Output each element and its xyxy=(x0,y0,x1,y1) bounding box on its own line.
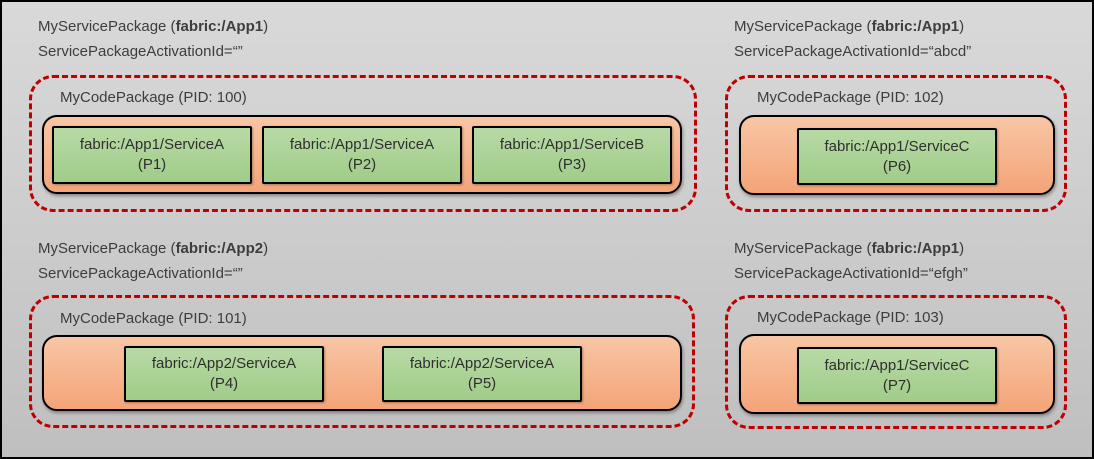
service-instance-id: (P7) xyxy=(882,376,912,394)
title-app-name: fabric:/App1 xyxy=(871,18,960,35)
service-package-boundary: MyCodePackage (PID: 103) fabric:/App1/Se… xyxy=(725,295,1067,429)
service-package-boundary: MyCodePackage (PID: 101) fabric:/App2/Se… xyxy=(29,295,695,428)
code-package-host: fabric:/App1/ServiceC (P7) xyxy=(739,334,1055,414)
service-name: fabric:/App1/ServiceB xyxy=(499,136,645,153)
title-suffix: ) xyxy=(959,18,965,35)
service-name: fabric:/App1/ServiceA xyxy=(289,136,435,153)
title-prefix: MyServicePackage ( xyxy=(734,240,872,257)
code-package-host: fabric:/App1/ServiceC (P6) xyxy=(739,115,1055,195)
service-instance-id: (P5) xyxy=(467,375,497,392)
service-instance-box: fabric:/App1/ServiceA (P2) xyxy=(262,126,462,184)
title-app-name: fabric:/App1 xyxy=(871,240,960,257)
title-app-name: fabric:/App2 xyxy=(175,240,264,257)
service-name: fabric:/App2/ServiceA xyxy=(409,355,555,372)
service-instance-box: fabric:/App2/ServiceA (P4) xyxy=(124,346,324,402)
service-package-boundary: MyCodePackage (PID: 102) fabric:/App1/Se… xyxy=(725,75,1067,212)
activation-id-label: ServicePackageActivationId=“” xyxy=(38,265,243,282)
service-instance-box: fabric:/App1/ServiceA (P1) xyxy=(52,126,252,184)
code-package-host: fabric:/App1/ServiceA (P1) fabric:/App1/… xyxy=(42,115,682,194)
service-instance-id: (P6) xyxy=(882,157,912,175)
service-package-boundary: MyCodePackage (PID: 100) fabric:/App1/Se… xyxy=(29,75,697,212)
service-name: fabric:/App1/ServiceC xyxy=(824,137,970,155)
code-package-label: MyCodePackage (PID: 102) xyxy=(757,89,944,106)
title-suffix: ) xyxy=(959,240,965,257)
title-suffix: ) xyxy=(263,240,269,257)
activation-id-label: ServicePackageActivationId=“abcd” xyxy=(734,43,972,60)
service-instance-id: (P4) xyxy=(209,375,239,392)
service-package-title: MyServicePackage (fabric:/App2) xyxy=(38,239,268,258)
service-instance-id: (P1) xyxy=(137,156,167,173)
service-instance-box: fabric:/App1/ServiceC (P7) xyxy=(797,347,997,404)
service-package-title: MyServicePackage (fabric:/App1) xyxy=(734,17,964,36)
code-package-label: MyCodePackage (PID: 103) xyxy=(757,309,944,326)
service-instance-box: fabric:/App1/ServiceC (P6) xyxy=(797,128,997,185)
service-instance-box: fabric:/App2/ServiceA (P5) xyxy=(382,346,582,402)
title-app-name: fabric:/App1 xyxy=(175,18,264,35)
title-suffix: ) xyxy=(263,18,269,35)
title-prefix: MyServicePackage ( xyxy=(734,18,872,35)
code-package-host: fabric:/App2/ServiceA (P4) fabric:/App2/… xyxy=(42,335,682,411)
activation-id-label: ServicePackageActivationId=“” xyxy=(38,43,243,60)
service-name: fabric:/App1/ServiceC xyxy=(824,356,970,374)
title-prefix: MyServicePackage ( xyxy=(38,18,176,35)
service-name: fabric:/App1/ServiceA xyxy=(79,136,225,153)
service-name: fabric:/App2/ServiceA xyxy=(151,355,297,372)
service-instance-id: (P3) xyxy=(557,156,587,173)
service-instance-id: (P2) xyxy=(347,156,377,173)
service-instance-box: fabric:/App1/ServiceB (P3) xyxy=(472,126,672,184)
title-prefix: MyServicePackage ( xyxy=(38,240,176,257)
code-package-label: MyCodePackage (PID: 100) xyxy=(60,89,247,106)
activation-id-label: ServicePackageActivationId=“efgh” xyxy=(734,265,968,282)
service-package-title: MyServicePackage (fabric:/App1) xyxy=(734,239,964,258)
code-package-label: MyCodePackage (PID: 101) xyxy=(60,310,247,327)
service-package-title: MyServicePackage (fabric:/App1) xyxy=(38,17,268,36)
